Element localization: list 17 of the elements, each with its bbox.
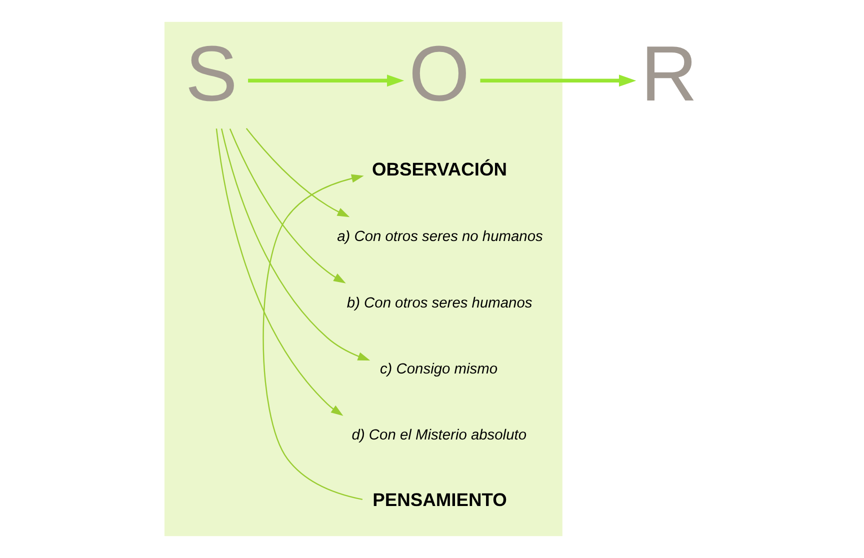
node-text: d) Con el Misterio absoluto (352, 428, 527, 444)
node-text: O (408, 29, 470, 118)
node-text: a) Con otros seres no humanos (337, 229, 543, 246)
arrow (246, 128, 350, 218)
node-text: b) Con otros seres humanos (346, 295, 532, 312)
arrow (248, 74, 404, 87)
arrow (220, 128, 370, 361)
cluster (164, 22, 562, 536)
arrow (262, 174, 364, 500)
arrow (229, 128, 346, 284)
node-text: S (185, 29, 238, 118)
arrow (480, 74, 636, 87)
node-text: OBSERVACIÓN (372, 158, 508, 180)
node-text: R (640, 29, 698, 118)
arrow (216, 128, 344, 416)
node-text: c) Consigo mismo (380, 361, 498, 378)
node-text: PENSAMIENTO (372, 489, 507, 510)
